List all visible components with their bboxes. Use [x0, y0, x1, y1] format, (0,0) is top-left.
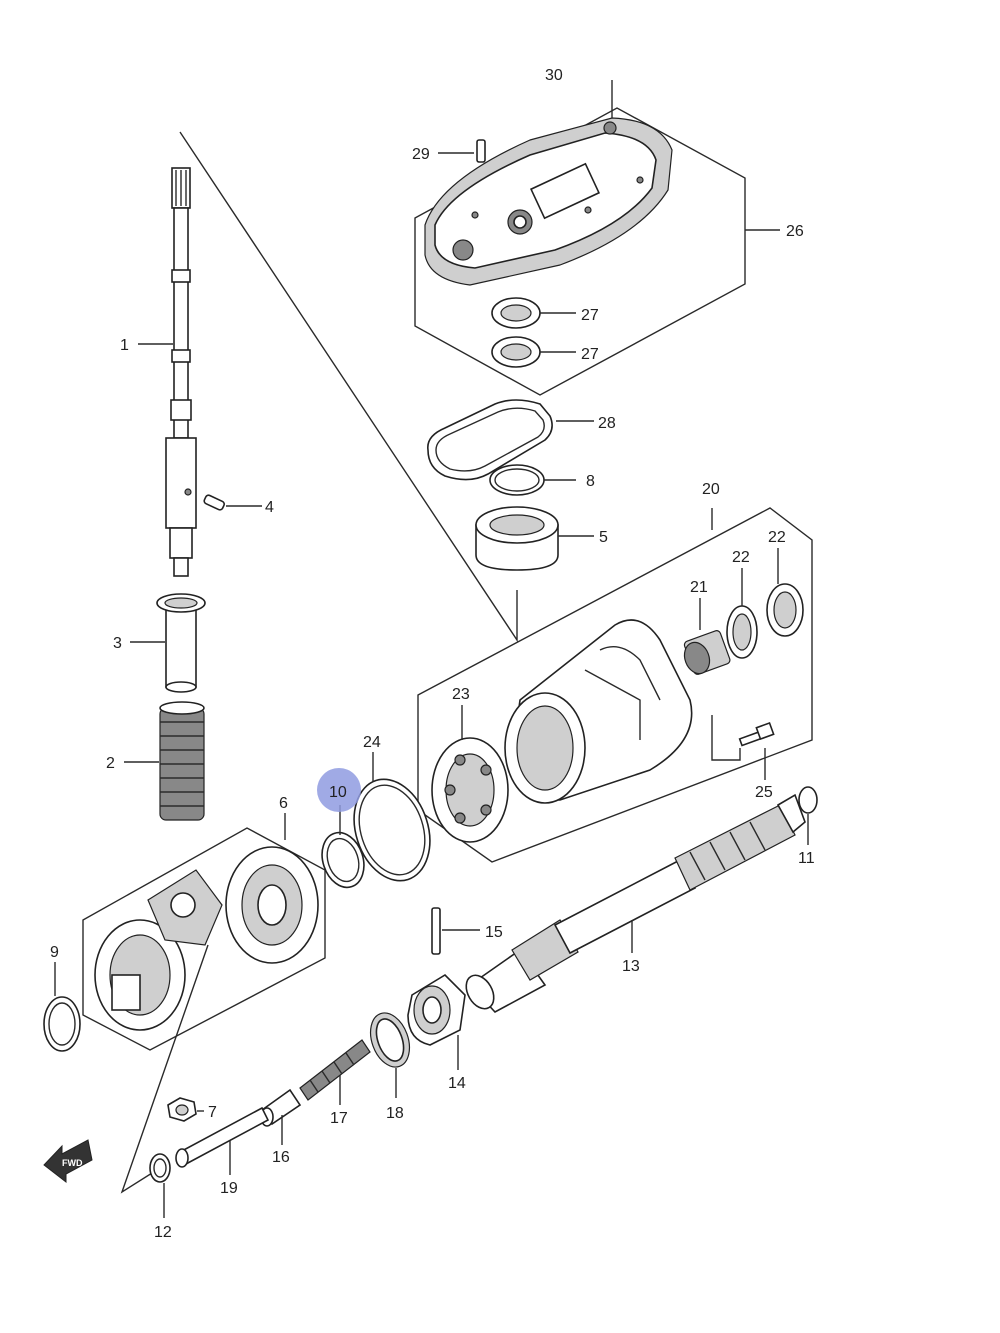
gear-set-6[interactable]: [94, 846, 319, 1031]
clutch-14[interactable]: [407, 973, 466, 1046]
bracket-25: [711, 715, 741, 761]
gear-case-plate-26[interactable]: [424, 80, 673, 286]
bearing-27-upper[interactable]: [491, 297, 541, 329]
group-outline-lower: [120, 944, 209, 1194]
bolt-25[interactable]: [738, 721, 775, 747]
pin-15[interactable]: [431, 907, 441, 955]
callout-12: 12: [154, 1224, 172, 1241]
washer-22-inner[interactable]: [726, 605, 758, 659]
callout-6: 6: [279, 795, 288, 812]
washer-22-outer[interactable]: [766, 583, 804, 637]
callout-27a: 27: [581, 307, 599, 324]
callout-9: 9: [50, 944, 59, 961]
callout-29: 29: [412, 146, 430, 163]
snap-ring-11[interactable]: [798, 786, 818, 814]
callout-24: 24: [363, 734, 381, 751]
callout-2: 2: [106, 755, 115, 772]
spring-2[interactable]: [159, 701, 205, 821]
callout-4: 4: [265, 499, 274, 516]
fwd-label: FWD: [62, 1158, 83, 1168]
bearing-5[interactable]: [475, 506, 559, 571]
callout-13: 13: [622, 958, 640, 975]
propeller-shaft-13[interactable]: [461, 793, 806, 1014]
bearing-23[interactable]: [431, 737, 509, 843]
callout-17: 17: [330, 1110, 348, 1127]
callout-5: 5: [599, 529, 608, 546]
callout-8: 8: [586, 473, 595, 490]
callout-26: 26: [786, 223, 804, 240]
fwd-arrow-icon: FWD: [43, 1139, 93, 1184]
callout-3: 3: [113, 635, 122, 652]
callout-22a: 22: [732, 549, 750, 566]
callout-18: 18: [386, 1105, 404, 1122]
callout-28: 28: [598, 415, 616, 432]
callout-25: 25: [755, 784, 773, 801]
callout-27b: 27: [581, 346, 599, 363]
o-ring-24[interactable]: [342, 769, 443, 890]
callout-15: 15: [485, 924, 503, 941]
callout-21: 21: [690, 579, 708, 596]
cropped-top-label: 30: [545, 67, 563, 84]
group-outline-6: [82, 827, 326, 1051]
shim-9[interactable]: [43, 996, 81, 1052]
pin-4[interactable]: [203, 494, 225, 511]
callout-19: 19: [220, 1180, 238, 1197]
gear-housing-20[interactable]: [504, 619, 693, 804]
drive-shaft-1[interactable]: [165, 167, 197, 577]
callout-1: 1: [120, 337, 129, 354]
callout-16: 16: [272, 1149, 290, 1166]
pin-29[interactable]: [476, 139, 486, 163]
spring-17[interactable]: [299, 1039, 371, 1101]
gasket-28[interactable]: [427, 399, 553, 481]
callout-22b: 22: [768, 529, 786, 546]
callout-7: 7: [208, 1104, 217, 1121]
bearing-27-lower[interactable]: [491, 336, 541, 368]
group-outline-26: [414, 107, 746, 396]
callout-14: 14: [448, 1075, 466, 1092]
callout-11: 11: [798, 850, 815, 867]
callout-20: 20: [702, 481, 720, 498]
nut-7[interactable]: [167, 1097, 197, 1122]
washer-12[interactable]: [149, 1153, 171, 1183]
callout-10: 10: [329, 784, 347, 801]
sleeve-3[interactable]: [156, 593, 206, 693]
bushing-21[interactable]: [680, 630, 731, 678]
highlight-marker: [317, 768, 361, 812]
push-rod-19[interactable]: [175, 1106, 270, 1168]
group-outline-upper: [179, 131, 518, 643]
callout-23: 23: [452, 686, 470, 703]
